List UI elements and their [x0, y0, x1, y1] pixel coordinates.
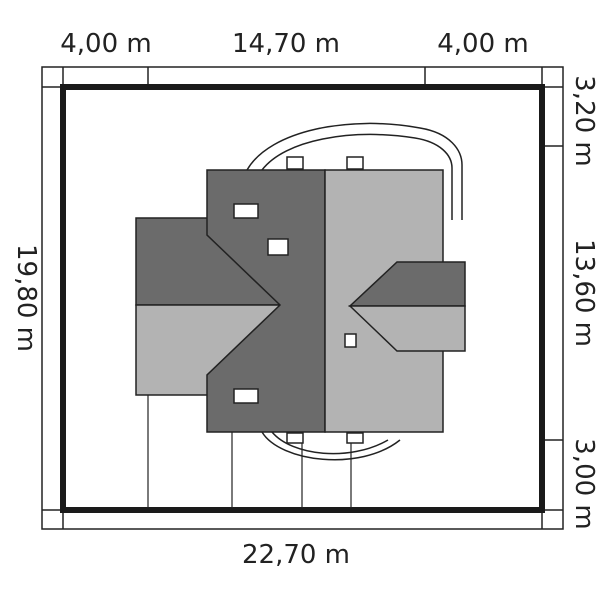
porch-arc-top-inner: [261, 133, 453, 220]
terrace-lines: [147, 395, 352, 508]
dim-right-middle: 13,60 m: [569, 239, 599, 347]
dim-right-top: 3,20 m: [569, 75, 599, 166]
fitting-top-left: [286, 156, 304, 170]
outer-frame: [41, 66, 564, 530]
porch-arc-bottom-outer: [261, 431, 401, 461]
roof-fittings-top: [286, 156, 364, 444]
right-wing-roof-light: [348, 305, 466, 352]
skylight-3: [233, 388, 259, 404]
fitting-bottom-left: [286, 432, 304, 444]
skylight-4: [344, 333, 357, 348]
house-roof: [135, 169, 466, 433]
skylight-2: [267, 238, 289, 256]
fitting-top-right: [346, 156, 364, 170]
dim-top-left: 4,00 m: [60, 29, 151, 59]
dim-top-right: 4,00 m: [437, 29, 528, 59]
skylights: [233, 203, 357, 404]
dim-top-middle: 14,70 m: [232, 29, 340, 59]
dim-bottom-total: 22,70 m: [242, 540, 350, 570]
porch-arcs: [246, 122, 463, 461]
porch-arc-bottom-inner: [271, 431, 389, 455]
porch-arc-top-outer: [246, 122, 463, 220]
skylight-1: [233, 203, 259, 219]
dim-left-total: 19,80 m: [11, 244, 41, 352]
dim-right-bottom: 3,00 m: [569, 438, 599, 529]
plot-boundary: [60, 84, 545, 513]
fitting-bottom-right: [346, 432, 364, 444]
